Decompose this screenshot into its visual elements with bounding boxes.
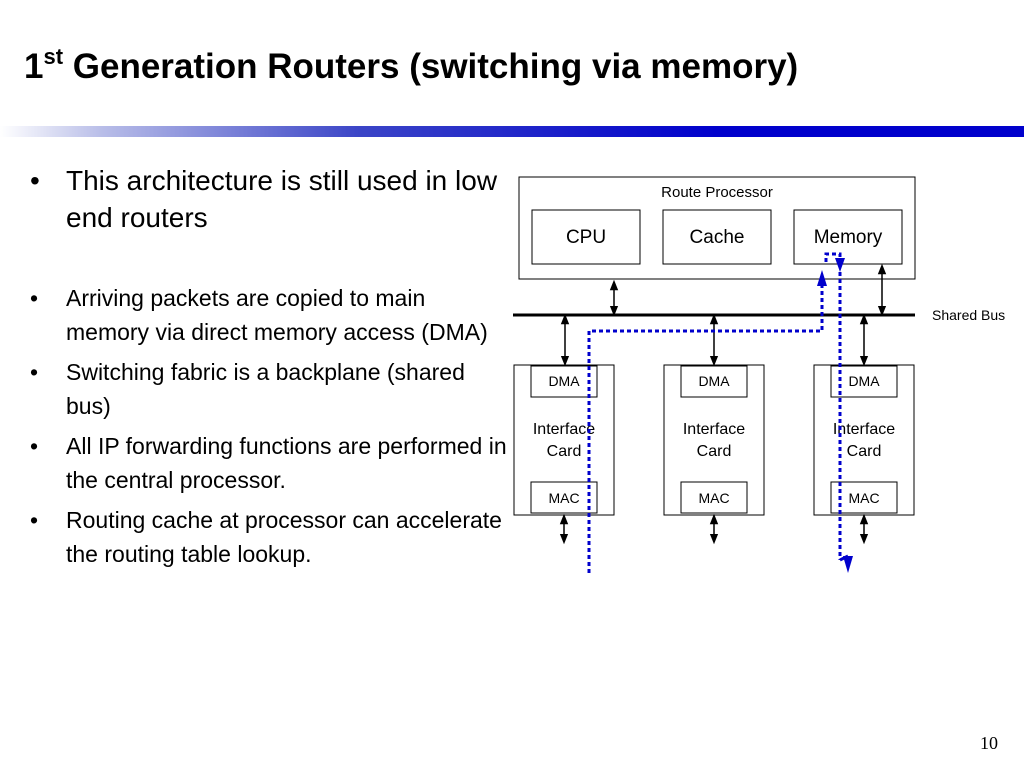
card-label-line2: Card xyxy=(547,443,582,460)
bullet-item: • Arriving packets are copied to main me… xyxy=(30,281,510,349)
cache-label: Cache xyxy=(690,227,745,248)
dma-box xyxy=(530,365,598,398)
bullet-dot: • xyxy=(30,507,39,533)
card-label-line2: Card xyxy=(697,443,732,460)
mac-label: MAC xyxy=(698,490,729,506)
card-label-line1: Interface xyxy=(833,421,895,438)
title-prefix: 1 xyxy=(24,47,44,86)
memory-label: Memory xyxy=(814,227,883,248)
dma-label: DMA xyxy=(848,373,880,389)
title-rest: Generation Routers (switching via memory… xyxy=(63,47,799,86)
dma-label: DMA xyxy=(548,373,580,389)
packet-path-in-arrowhead xyxy=(817,270,827,286)
cpu-label: CPU xyxy=(566,227,606,248)
memory-box xyxy=(793,209,903,265)
cpu-box xyxy=(531,209,641,265)
mac-box xyxy=(680,481,748,514)
dma-box xyxy=(680,365,748,398)
bullet-item: • Routing cache at processor can acceler… xyxy=(30,503,510,571)
slide-title: 1st Generation Routers (switching via me… xyxy=(24,44,798,87)
title-divider xyxy=(0,126,1024,137)
dma-box xyxy=(830,365,898,398)
route-processor-label: Route Processor xyxy=(661,184,773,201)
bullet-text: This architecture is still used in low e… xyxy=(66,165,498,233)
mac-box xyxy=(530,481,598,514)
bullet-text: Switching fabric is a backplane (shared … xyxy=(66,359,465,419)
bullet-dot: • xyxy=(30,165,40,196)
page-number: 10 xyxy=(980,733,998,753)
bullet-main: • This architecture is still used in low… xyxy=(30,162,510,236)
bullet-item: • Switching fabric is a backplane (share… xyxy=(30,355,510,423)
bullet-text: All IP forwarding functions are performe… xyxy=(66,433,507,493)
mac-box xyxy=(830,481,898,514)
bullet-dot: • xyxy=(30,285,39,311)
bullet-dot: • xyxy=(30,433,39,459)
packet-path-memory-arrowhead xyxy=(835,258,845,272)
bullet-dot: • xyxy=(30,359,39,385)
packet-path-out-tail xyxy=(839,554,849,562)
mac-label: MAC xyxy=(848,490,879,506)
dma-label: DMA xyxy=(698,373,730,389)
card-label-line1: Interface xyxy=(683,421,745,438)
bullet-text: Routing cache at processor can accelerat… xyxy=(66,507,502,567)
card-label-line2: Card xyxy=(847,443,882,460)
title-superscript: st xyxy=(43,44,64,69)
bullet-list: • This architecture is still used in low… xyxy=(30,162,510,577)
bullet-text: Arriving packets are copied to main memo… xyxy=(66,285,488,345)
shared-bus-label: Shared Bus xyxy=(932,307,1005,323)
packet-path-out-arrowhead xyxy=(843,556,853,573)
packet-path-memory xyxy=(824,252,842,262)
mac-label: MAC xyxy=(548,490,579,506)
cache-box xyxy=(662,209,772,265)
bullet-item: • All IP forwarding functions are perfor… xyxy=(30,429,510,497)
packet-path-in xyxy=(587,284,824,573)
card-label-line1: Interface xyxy=(533,421,595,438)
